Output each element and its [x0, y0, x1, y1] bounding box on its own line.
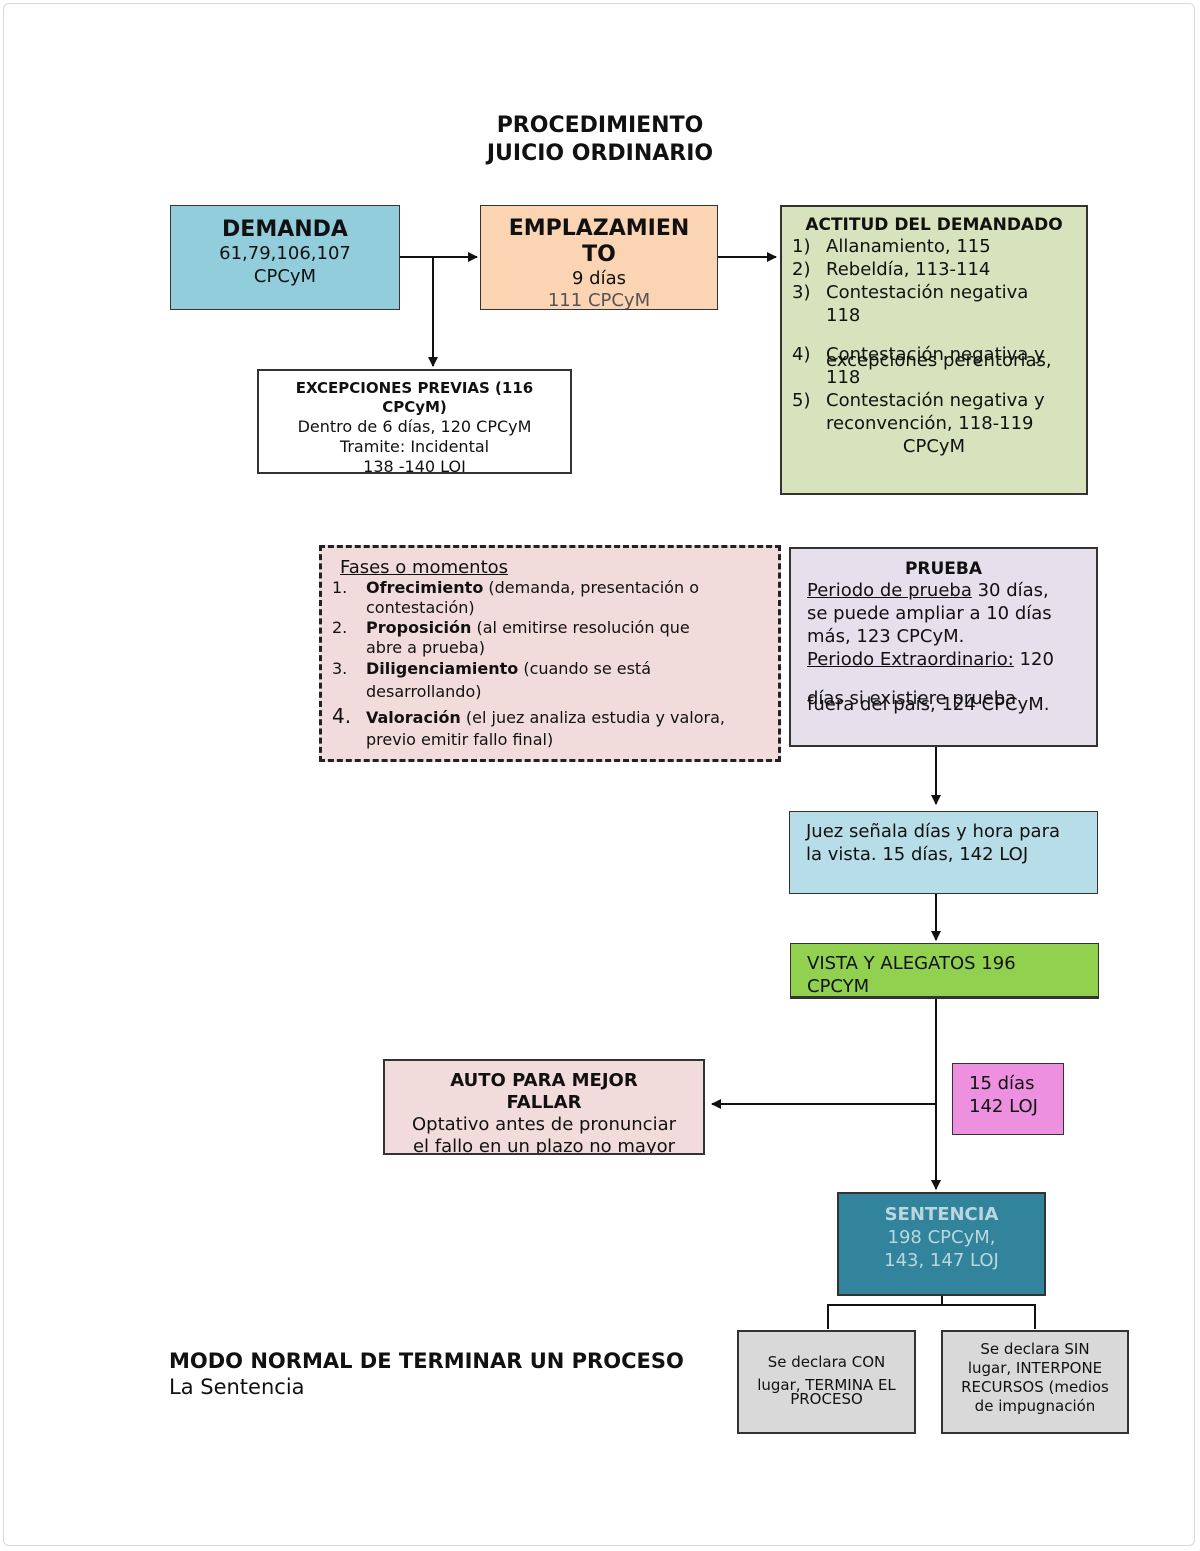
- prueba-articulo: más, 123 CPCyM.: [807, 626, 965, 647]
- fase-item-3: 3.Diligenciamiento (cuando se está: [332, 659, 651, 678]
- demanda-code: CPCyM: [253, 266, 317, 287]
- actitud-heading: ACTITUD DEL DEMANDADO: [805, 215, 1063, 235]
- plazo-line-1: 15 días: [969, 1073, 1035, 1094]
- auto-heading-2: FALLAR: [506, 1092, 582, 1113]
- connector-sentencia-branches: [827, 1304, 1036, 1329]
- con-lugar-box: Se declara CON lugar, TERMINA EL PROCESO: [737, 1330, 916, 1434]
- sentencia-box: SENTENCIA 198 CPCyM, 143, 147 LOJ: [837, 1192, 1046, 1296]
- prueba-periodo: Periodo de prueba 30 días,: [807, 580, 1049, 601]
- sin-lugar-box: Se declara SIN lugar, INTERPONE RECURSOS…: [941, 1330, 1129, 1434]
- actitud-item-5: 5)Contestación negativa y: [792, 390, 1045, 411]
- fase-item-4: 4.Valoración (el juez analiza estudia y …: [332, 704, 725, 728]
- actitud-item-4: 4)Contestación negativa y excepciones pe…: [792, 344, 1052, 371]
- sin-lugar-line-1: Se declara SIN: [980, 1340, 1090, 1358]
- fase-item-3-cont: desarrollando): [366, 682, 482, 701]
- emplazamiento-days: 9 días: [571, 268, 626, 289]
- actitud-item-3: 3)Contestación negativa: [792, 282, 1029, 303]
- emplazamiento-heading-1: EMPLAZAMIEN: [508, 216, 690, 241]
- prueba-ampliacion: se puede ampliar a 10 días: [807, 603, 1052, 624]
- modo-normal-sub: La Sentencia: [169, 1375, 305, 1399]
- sin-lugar-line-3: RECURSOS (medios: [961, 1378, 1109, 1396]
- actitud-item-5-cont: reconvención, 118-119: [826, 413, 1034, 434]
- juez-line-2: la vista. 15 días, 142 LOJ: [806, 844, 1029, 865]
- actitud-item-5-code: CPCyM: [902, 436, 966, 457]
- modo-normal-heading: MODO NORMAL DE TERMINAR UN PROCESO: [169, 1349, 684, 1373]
- title-line-2: JUICIO ORDINARIO: [486, 141, 714, 166]
- excepciones-heading-2: CPCyM): [382, 398, 447, 416]
- actitud-demandado-box: ACTITUD DEL DEMANDADO 1)Allanamiento, 11…: [780, 205, 1088, 495]
- vista-line-1: VISTA Y ALEGATOS 196: [807, 953, 1016, 974]
- plazo-line-2: 142 LOJ: [969, 1096, 1038, 1117]
- auto-mejor-fallar-box: AUTO PARA MEJOR FALLAR Optativo antes de…: [383, 1059, 705, 1155]
- actitud-list: 1)Allanamiento, 115 2)Rebeldía, 113-114 …: [792, 235, 1086, 458]
- page-border: [3, 3, 1195, 1546]
- prueba-heading: PRUEBA: [904, 559, 983, 579]
- emplazamiento-box: EMPLAZAMIEN TO 9 días 111 CPCyM: [480, 205, 718, 310]
- juez-senala-box: Juez señala días y hora para la vista. 1…: [789, 811, 1098, 894]
- sentencia-line-1: 198 CPCyM,: [887, 1227, 996, 1248]
- title-line-1: PROCEDIMIENTO: [496, 113, 704, 138]
- fases-momentos-box: Fases o momentos 1.Ofrecimiento (demanda…: [319, 545, 781, 762]
- fase-item-1-cont: contestación): [366, 598, 475, 617]
- excepciones-tramite: Tramite: Incidental: [339, 437, 490, 456]
- sin-lugar-line-4: de impugnación: [974, 1397, 1096, 1415]
- excepciones-loj: 138 -140 LOJ: [363, 457, 466, 474]
- con-lugar-line-1: Se declara CON: [767, 1353, 886, 1371]
- excepciones-heading-1: EXCEPCIONES PREVIAS (116: [295, 379, 534, 397]
- con-lugar-line-2: lugar, TERMINA EL: [757, 1376, 896, 1394]
- sentencia-heading: SENTENCIA: [884, 1204, 999, 1225]
- fase-item-2: 2.Proposición (al emitirse resolución qu…: [332, 618, 690, 637]
- prueba-extraordinario: Periodo Extraordinario: 120: [807, 649, 1054, 670]
- actitud-item-4-overlap: excepciones perentorias,: [826, 350, 1052, 371]
- actitud-item-2: 2)Rebeldía, 113-114: [792, 259, 991, 280]
- auto-line-1: Optativo antes de pronunciar: [411, 1114, 676, 1135]
- sentencia-line-2: 143, 147 LOJ: [884, 1250, 999, 1271]
- actitud-item-3-cont: 118: [826, 305, 861, 326]
- juez-line-1: Juez señala días y hora para: [806, 821, 1060, 842]
- excepciones-plazo: Dentro de 6 días, 120 CPCyM: [297, 417, 532, 436]
- fases-heading: Fases o momentos: [340, 557, 509, 578]
- emplazamiento-heading-2: TO: [582, 242, 616, 267]
- demanda-box: DEMANDA 61,79,106,107 CPCyM: [170, 205, 400, 310]
- modo-normal-block: MODO NORMAL DE TERMINAR UN PROCESO La Se…: [169, 1348, 737, 1400]
- auto-line-2: el fallo en un plazo no mayor: [412, 1136, 676, 1155]
- actitud-item-4-cont: 118: [826, 367, 861, 388]
- fase-item-2-cont: abre a prueba): [366, 638, 485, 657]
- fase-item-1: 1.Ofrecimiento (demanda, presentación o: [332, 578, 699, 597]
- fase-item-4-cont: previo emitir fallo final): [366, 730, 554, 749]
- page-title: PROCEDIMIENTO JUICIO ORDINARIO: [400, 112, 800, 168]
- demanda-heading: DEMANDA: [222, 217, 348, 242]
- actitud-item-1: 1)Allanamiento, 115: [792, 236, 991, 257]
- demanda-articles: 61,79,106,107: [219, 243, 351, 264]
- auto-heading-1: AUTO PARA MEJOR: [450, 1070, 638, 1091]
- prueba-extraordinario-cont: días si existiere prueba fuera del país,…: [807, 688, 1050, 715]
- plazo-box: 15 días 142 LOJ: [952, 1063, 1064, 1135]
- vista-line-2: CPCYM: [807, 976, 870, 997]
- sin-lugar-line-2: lugar, INTERPONE: [967, 1359, 1103, 1377]
- con-lugar-line-3: PROCESO: [790, 1390, 863, 1408]
- vista-alegatos-box: VISTA Y ALEGATOS 196 CPCYM: [790, 943, 1099, 999]
- emplazamiento-code: 111 CPCyM: [547, 290, 651, 310]
- excepciones-previas-box: EXCEPCIONES PREVIAS (116 CPCyM) Dentro d…: [257, 369, 572, 474]
- prueba-box: PRUEBA Periodo de prueba 30 días, se pue…: [789, 547, 1098, 747]
